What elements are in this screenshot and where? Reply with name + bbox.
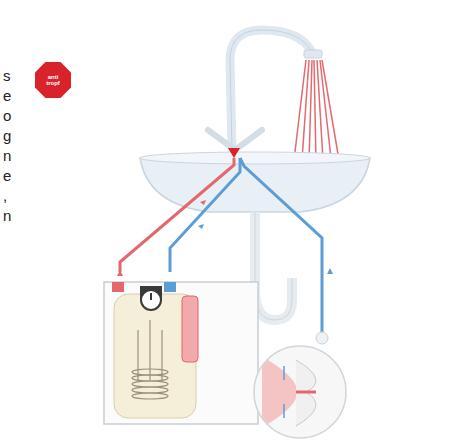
drain-trap: [255, 212, 292, 320]
cold-pipe: [170, 158, 240, 272]
hot-tube: [182, 296, 198, 362]
sink-rim: [140, 152, 370, 164]
text-fragment: e: [3, 88, 11, 104]
sink-basin: [140, 158, 370, 212]
inset-valve: [296, 360, 316, 426]
text-fragment: ,: [3, 188, 7, 204]
water-spray: [294, 60, 338, 162]
hot-arrow: [117, 270, 123, 276]
heating-coil: [132, 320, 168, 399]
stop-sign: anti tropf: [35, 62, 71, 98]
inset-arrow-down: [283, 366, 285, 380]
hot-outlet: [112, 282, 124, 292]
cold-arrow: [327, 268, 333, 274]
text-fragment: s: [3, 68, 11, 84]
inset-seal: [296, 391, 316, 394]
inset-hot-side: [262, 360, 296, 424]
heater-housing: [104, 282, 258, 424]
faucet-outline: [230, 30, 312, 150]
hot-flow-arrow: [200, 200, 206, 205]
faucet-handles: [208, 130, 262, 150]
text-fragment: o: [3, 108, 11, 124]
detail-inset: [254, 346, 346, 438]
faucet-head: [304, 50, 322, 58]
faucet-spout: [230, 30, 312, 150]
octagon-shape: [35, 62, 71, 98]
valve-marker: [228, 148, 240, 158]
cold-flow-arrow: [198, 224, 204, 229]
cold-outlet: [164, 282, 176, 292]
text-fragment: e: [3, 168, 11, 184]
sign-text: anti tropf: [41, 74, 65, 86]
hot-pipe: [120, 158, 234, 272]
drain-outline: [255, 212, 292, 320]
text-fragment: g: [3, 128, 11, 144]
knob-pointer: [150, 293, 152, 300]
inset-arrow-up: [283, 404, 285, 418]
text-fragment: n: [3, 208, 11, 224]
inlet-valve: [316, 332, 328, 344]
text-fragment: n: [3, 148, 11, 164]
thermostat-knob: [141, 290, 161, 310]
